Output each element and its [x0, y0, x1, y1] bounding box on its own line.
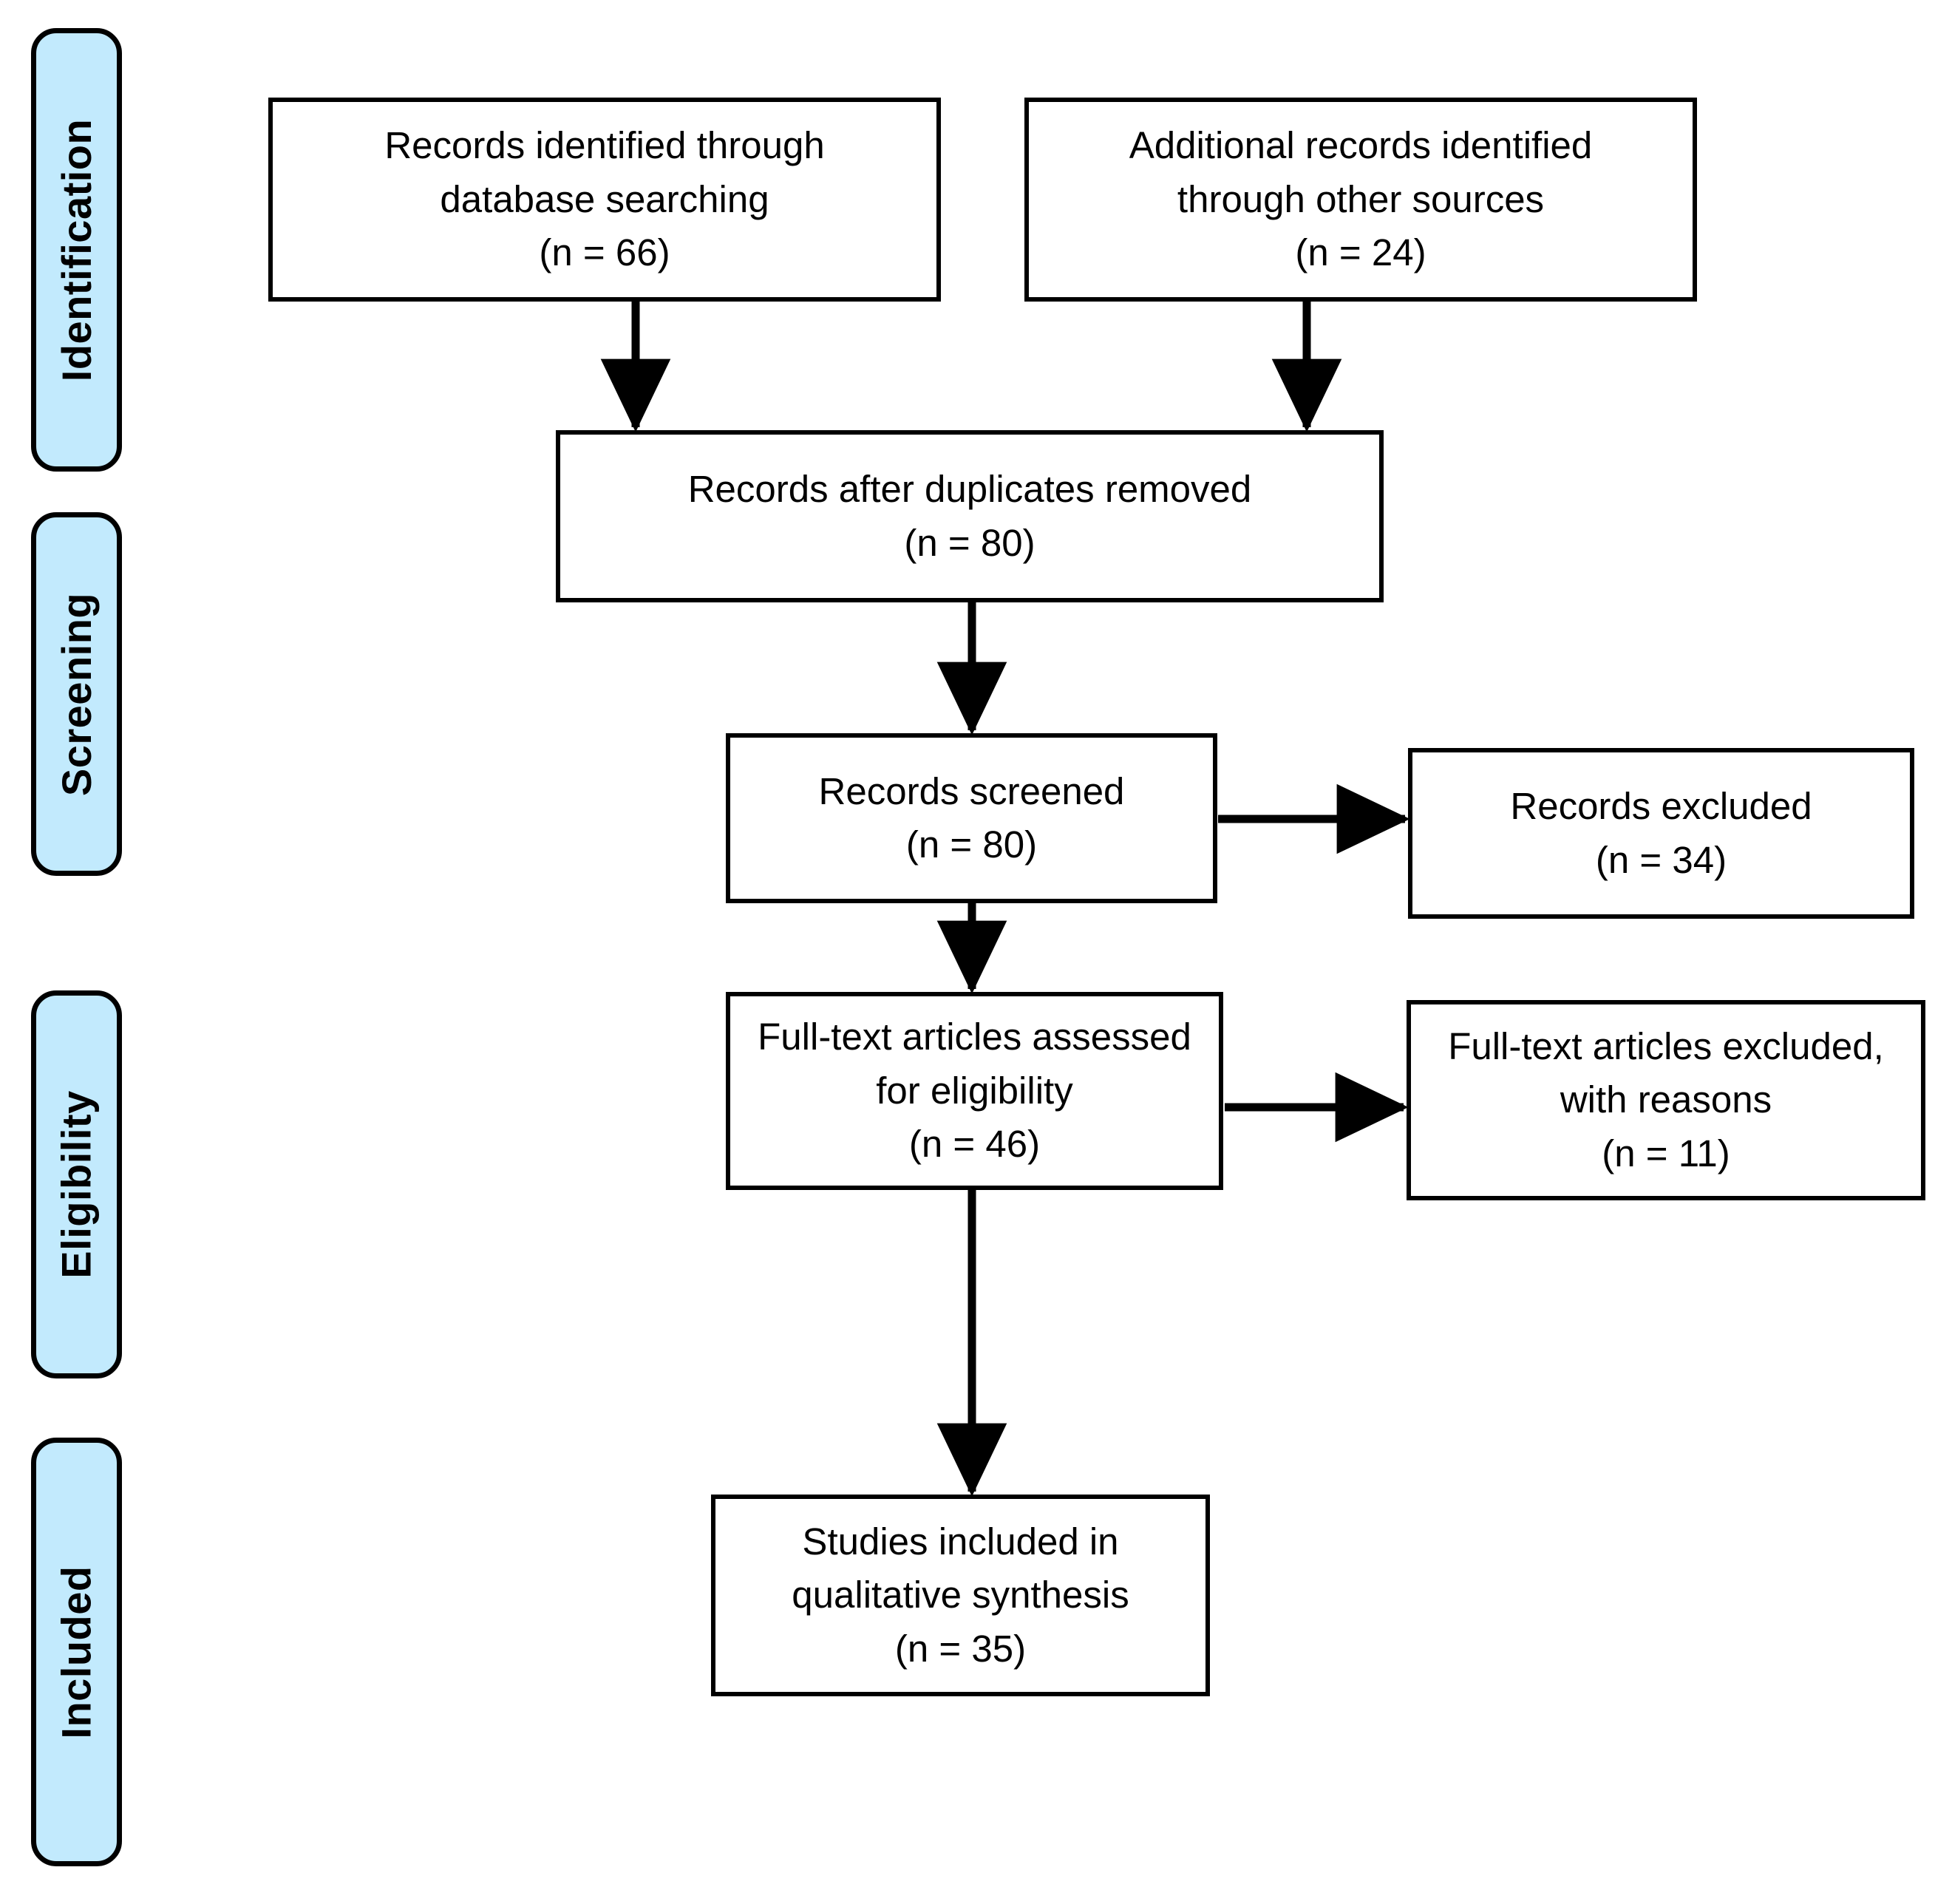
stage-pill-included: Included	[31, 1438, 122, 1866]
flow-box-full-text-assessed: Full-text articles assessed for eligibil…	[726, 992, 1223, 1190]
flow-box-text-records-identified-database: Records identified through database sear…	[384, 124, 825, 274]
flow-box-records-identified-database: Records identified through database sear…	[268, 98, 941, 302]
flow-box-text-records-screened: Records screened (n = 80)	[818, 769, 1125, 866]
flow-box-text-studies-included: Studies included in qualitative synthesi…	[792, 1520, 1129, 1670]
flow-box-text-records-identified-other: Additional records identified through ot…	[1129, 124, 1593, 274]
flow-box-studies-included: Studies included in qualitative synthesi…	[711, 1495, 1210, 1696]
flow-box-records-screened: Records screened (n = 80)	[726, 733, 1217, 903]
flow-box-records-after-duplicates: Records after duplicates removed (n = 80…	[556, 430, 1384, 602]
stage-pill-eligibility: Eligibility	[31, 990, 122, 1378]
flow-box-records-excluded: Records excluded (n = 34)	[1408, 748, 1914, 919]
flow-box-text-full-text-assessed: Full-text articles assessed for eligibil…	[758, 1016, 1191, 1166]
flow-box-full-text-excluded: Full-text articles excluded, with reason…	[1407, 1000, 1925, 1200]
flow-box-records-identified-other: Additional records identified through ot…	[1024, 98, 1697, 302]
stage-pill-screening: Screening	[31, 512, 122, 876]
flow-box-text-records-after-duplicates: Records after duplicates removed (n = 80…	[687, 468, 1252, 564]
stage-pill-identification: Identification	[31, 28, 122, 472]
flow-box-text-records-excluded: Records excluded (n = 34)	[1510, 785, 1812, 881]
flow-box-text-full-text-excluded: Full-text articles excluded, with reason…	[1448, 1024, 1884, 1174]
